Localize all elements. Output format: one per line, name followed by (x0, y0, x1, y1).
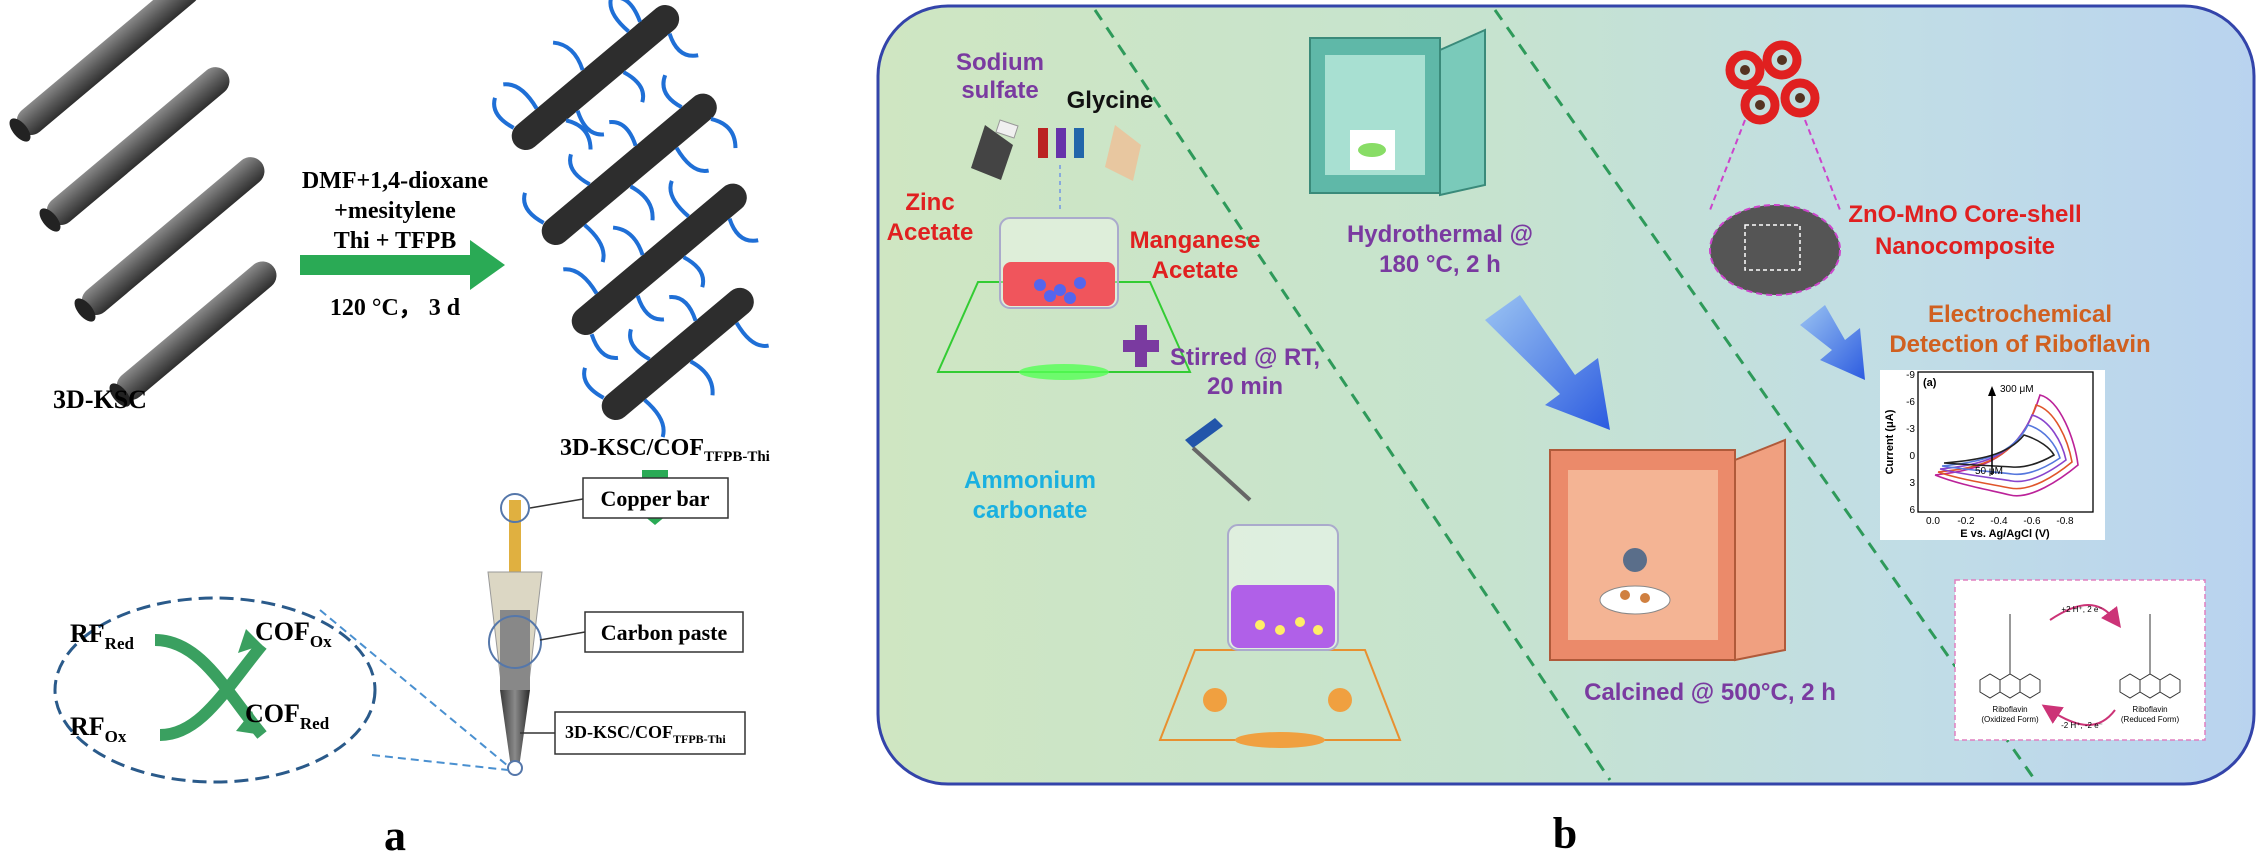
cv-ytick: -9 (1906, 370, 1915, 381)
bare-rods-illustration (9, 0, 277, 407)
zinc-acetate-line-2: Acetate (887, 219, 974, 246)
pipette-icon (1185, 418, 1252, 502)
detection-line-2: Detection of Riboflavin (1889, 331, 2150, 358)
cv-xtick: 0.0 (1926, 516, 1940, 527)
coated-rods-label: 3D-KSC/COFTFPB-Thi (560, 435, 770, 465)
reduced-form-label: (Reduced Form) (2121, 715, 2180, 724)
manganese-acetate-line-2: Acetate (1152, 257, 1239, 284)
nanoparticle-cluster-illustration (1725, 40, 1820, 125)
cv-high-concentration: 300 μM (2000, 384, 2034, 395)
cv-xtick: -0.4 (1990, 516, 2008, 527)
cv-ytick: 6 (1909, 505, 1915, 516)
rf-ox-label: RFOx (70, 712, 127, 746)
copper-bar-label-box (582, 477, 729, 519)
oven-1-illustration (1309, 28, 1486, 197)
stage-divider-1 (1093, 9, 1612, 781)
cv-xlabel: E vs. Ag/AgCl (V) (1960, 528, 2050, 540)
panel-b-letter: b (1553, 809, 1577, 858)
cof-coated-rods-illustration (492, 0, 770, 438)
bare-rods-label: 3D-KSC (53, 385, 147, 414)
panel-b: Sodium sulfate Glycine Zinc Acetate Mang… (876, 4, 2256, 858)
sodium-sulfate-line-2: sulfate (961, 77, 1038, 104)
plus-icon (1123, 325, 1159, 367)
oxidized-name: Riboflavin (1992, 705, 2027, 714)
sodium-sulfate-line-1: Sodium (956, 49, 1044, 76)
stage-divider-2 (1493, 9, 2037, 781)
solvent-line-1: DMF+1,4-dioxane (302, 168, 489, 194)
oven-2-illustration (1549, 438, 1786, 662)
tip-label-box (554, 711, 746, 755)
stirred-line-2: 20 min (1207, 373, 1283, 400)
detection-line-1: Electrochemical (1928, 301, 2112, 328)
panel-a-letter: a (384, 811, 406, 860)
reaction-arrow (300, 240, 505, 290)
redox-zoom-ellipse (53, 596, 377, 784)
reduced-name: Riboflavin (2132, 705, 2167, 714)
reaction-conditions: 120 °C， 3 d (330, 295, 461, 321)
carbon-paste-label-box (584, 611, 744, 653)
stirred-line-1: Stirred @ RT, (1170, 344, 1320, 371)
beaker-stirrer-1 (936, 217, 1192, 380)
electrode-illustration (487, 493, 543, 776)
cv-ytick: 3 (1909, 478, 1915, 489)
oxidation-step-label: -2 H⁺, -2 e⁻ (2061, 721, 2103, 730)
cv-ylabel: Current (μA) (1884, 409, 1896, 474)
reduction-step-label: +2 H⁺, 2 e⁻ (2061, 605, 2102, 614)
cv-ytick: 0 (1909, 451, 1915, 462)
glycine-label: Glycine (1067, 87, 1154, 114)
cof-red-label: COFRed (245, 699, 330, 733)
copper-bar-label: Copper bar (601, 486, 710, 511)
cof-ox-label: COFOx (255, 617, 332, 651)
riboflavin-redox-inset: +2 H⁺, 2 e⁻ -2 H⁺, -2 e⁻ Riboflavin (Oxi… (1954, 579, 2206, 741)
cv-inset-plot: (a) -9 -6 -3 0 3 6 0.0 -0.2 -0.4 -0.6 -0… (1880, 370, 2105, 540)
monomer-line: Thi + TFPB (334, 228, 457, 254)
cv-ytick: -6 (1906, 397, 1915, 408)
calcined-label: Calcined @ 500°C, 2 h (1584, 679, 1836, 706)
hydrothermal-line-1: Hydrothermal @ (1347, 221, 1533, 248)
oxidized-form-label: (Oxidized Form) (1981, 715, 2039, 724)
beaker-stirrer-2 (1158, 524, 1402, 748)
cv-xtick: -0.2 (1957, 516, 1975, 527)
solvent-line-2: +mesitylene (334, 198, 456, 224)
rf-red-label: RFRed (70, 619, 134, 653)
tip-label: 3D-KSC/COFTFPB-Thi (565, 722, 726, 746)
cv-xtick: -0.6 (2023, 516, 2041, 527)
manganese-acetate-line-1: Manganese (1130, 227, 1261, 254)
cv-low-concentration: 50 μM (1975, 466, 2003, 477)
cv-xtick: -0.8 (2056, 516, 2074, 527)
composite-line-1: ZnO-MnO Core-shell (1848, 201, 2081, 228)
zinc-acetate-line-1: Zinc (905, 189, 954, 216)
process-arrow-1 (1485, 295, 1610, 430)
carbon-paste-label: Carbon paste (601, 620, 728, 645)
process-arrow-2 (1800, 305, 1865, 380)
reagent-bottles (971, 119, 1141, 210)
ammonium-carbonate-line-2: carbonate (973, 497, 1088, 524)
panel-a: 3D-KSC DMF+1,4-dioxane +mesitylene Thi +… (9, 0, 770, 860)
cv-ytick: -3 (1906, 424, 1915, 435)
cv-panel-label: (a) (1923, 377, 1937, 389)
composite-line-2: Nanocomposite (1875, 233, 2055, 260)
ammonium-carbonate-line-1: Ammonium (964, 467, 1096, 494)
sem-image (1709, 204, 1841, 296)
hydrothermal-line-2: 180 °C, 2 h (1379, 251, 1501, 278)
